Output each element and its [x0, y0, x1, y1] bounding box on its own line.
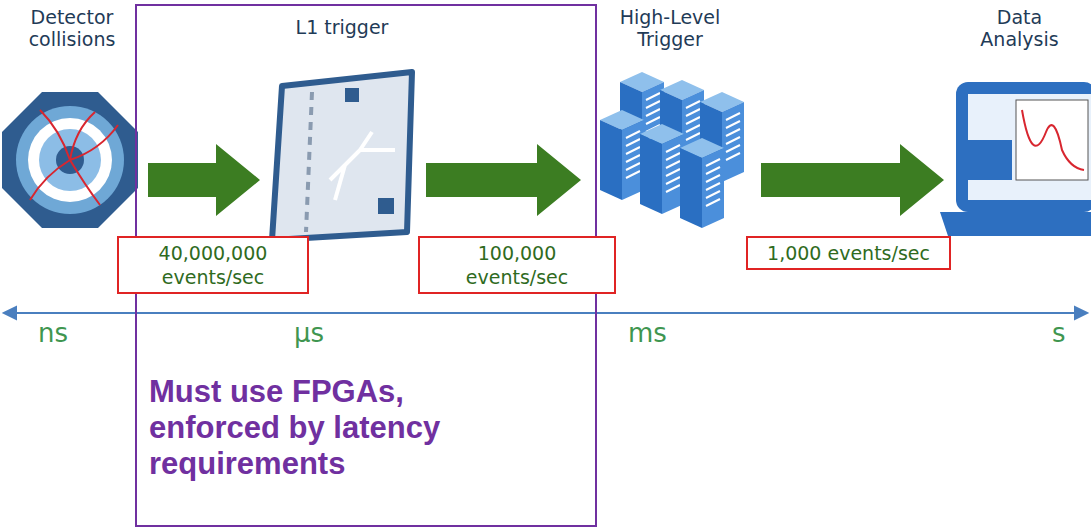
node-title: High-Level Trigger [608, 6, 732, 50]
node-title: Data Analysis [970, 6, 1070, 50]
axis-unit: µs [294, 318, 324, 348]
time-axis [4, 307, 1087, 319]
region-note: Must use FPGAs, enforced by latency requ… [149, 374, 479, 482]
detector-node: Detector collisions [2, 6, 142, 234]
axis-unit: ms [628, 318, 667, 348]
node-title: Detector collisions [16, 6, 128, 50]
node-title: L1 trigger [267, 16, 417, 38]
axis-unit: s [1052, 318, 1066, 348]
flow-arrow [761, 144, 944, 216]
rate-label: 100,000 events/sec [418, 236, 616, 294]
flow-arrow [148, 144, 260, 216]
fpga-chip-icon [272, 72, 412, 240]
laptop-icon [940, 82, 1091, 236]
analysis-node: Data Analysis [948, 6, 1091, 238]
axis-unit: ns [38, 318, 68, 348]
rate-label: 40,000,000 events/sec [117, 236, 309, 294]
rate-label: 1,000 events/sec [746, 236, 951, 270]
server-cluster-icon [600, 72, 744, 228]
flow-arrow [426, 144, 581, 216]
l1-trigger-node: L1 trigger [264, 16, 420, 238]
hlt-node: High-Level Trigger [585, 6, 755, 234]
detector-icon [2, 92, 138, 228]
